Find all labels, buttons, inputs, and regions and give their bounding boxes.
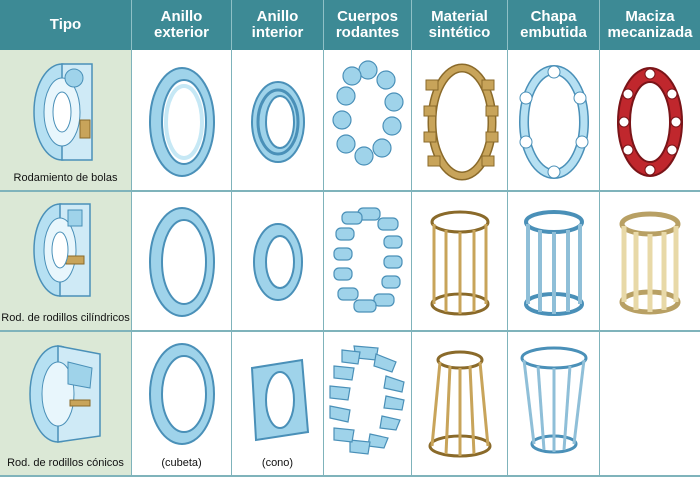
outer-ring-icon (149, 207, 215, 317)
tapered-roller-bearing-illustration (29, 345, 101, 443)
row1-machined-cage-cell (600, 50, 700, 192)
row1-type-cell: Rodamiento de bolas (0, 50, 132, 192)
machined-brass-cage-icon (619, 211, 681, 315)
synthetic-snap-cage-icon (423, 63, 499, 181)
row3-type-cell: Rod. de rodillos cónicos (0, 332, 132, 477)
row2-stamped-cage-cell (508, 192, 600, 332)
cylindrical-roller-bearing-illustration (33, 203, 91, 297)
row3-outer-ring-cell: (cubeta) (132, 332, 232, 477)
machined-red-cage-icon (617, 67, 683, 177)
synthetic-window-cage-icon (430, 210, 490, 316)
row2-inner-ring-cell (232, 192, 324, 332)
row2-type-label: Rod. de rodillos cilíndricos (1, 312, 130, 324)
ball-bearing-illustration (33, 63, 93, 161)
row1-synthetic-cage-cell (412, 50, 508, 192)
row2-outer-ring-cell (132, 192, 232, 332)
cup-icon (149, 343, 215, 445)
cone-icon (250, 358, 310, 442)
synthetic-tapered-cage-icon (428, 350, 492, 458)
row1-rolling-elements-cell (324, 50, 412, 192)
inner-ring-icon (251, 81, 305, 163)
row1-type-label: Rodamiento de bolas (13, 172, 118, 184)
row2-type-cell: Rod. de rodillos cilíndricos (0, 192, 132, 332)
row1-inner-ring-cell (232, 50, 324, 192)
row3-outer-note: (cubeta) (161, 457, 202, 469)
stamped-window-cage-icon (524, 210, 584, 316)
header-tipo: Tipo (0, 0, 132, 50)
row2-rolling-elements-cell (324, 192, 412, 332)
row3-rolling-elements-cell (324, 332, 412, 477)
inner-ring-flanged-icon (253, 223, 303, 301)
row3-type-label: Rod. de rodillos cónicos (7, 457, 124, 469)
row1-stamped-cage-cell (508, 50, 600, 192)
row1-outer-ring-cell (132, 50, 232, 192)
row3-stamped-cage-cell (508, 332, 600, 477)
cylindrical-rollers-icon (333, 207, 403, 313)
row3-inner-ring-cell: (cono) (232, 332, 324, 477)
stamped-tapered-cage-icon (520, 346, 588, 454)
balls-icon (332, 60, 404, 166)
row3-synthetic-cage-cell (412, 332, 508, 477)
outer-ring-icon (149, 67, 215, 177)
row3-inner-note: (cono) (261, 457, 294, 469)
tapered-rollers-icon (329, 345, 405, 455)
stamped-ball-cage-icon (519, 65, 589, 179)
row2-synthetic-cage-cell (412, 192, 508, 332)
row2-machined-cage-cell (600, 192, 700, 332)
row3-machined-cage-cell-empty (600, 332, 700, 477)
